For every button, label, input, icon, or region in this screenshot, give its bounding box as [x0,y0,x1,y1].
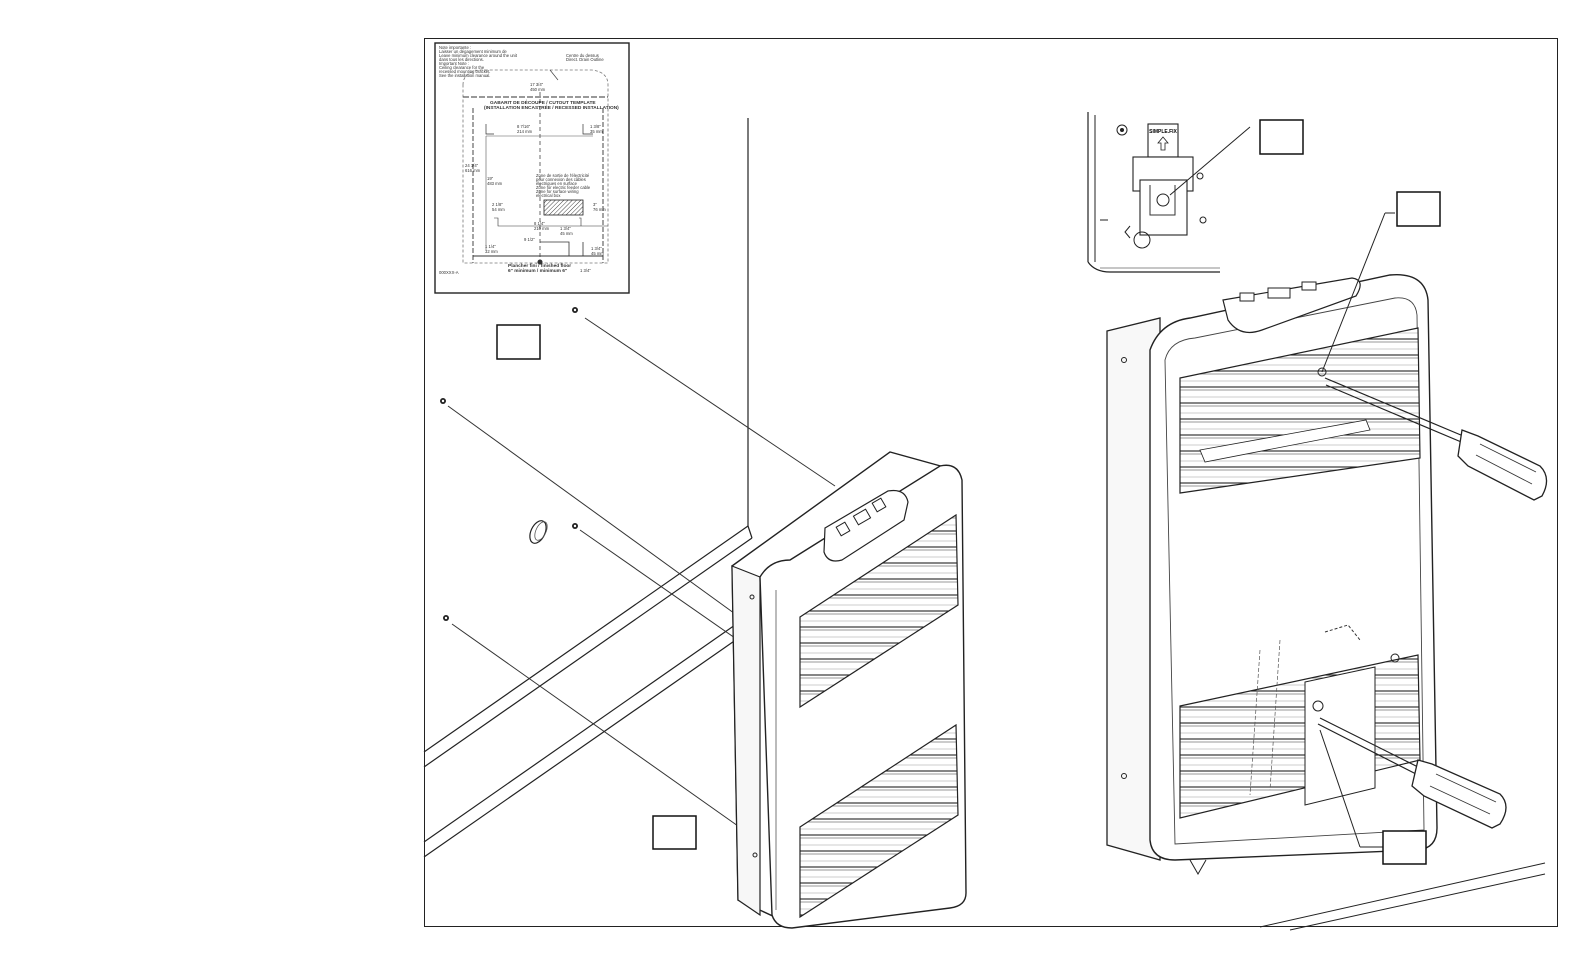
template-bottom-right-dim-mm: 45 mm [591,251,604,256]
callout-box-top-inset [1259,119,1304,155]
template-width-dim: 17 3/4" [530,82,544,87]
template-box-note: électriques en surface [536,181,578,186]
template-mid-dim-mm: 210 mm [534,226,550,231]
template-height-dim-2: 19" [487,176,494,181]
template-bottom-line-1: Plancher fini / finished floor [508,263,571,269]
template-box-note: pour connexion des câbles [536,177,586,182]
template-intro-line: See the installation manual. [439,73,490,78]
electrical-zone [543,199,584,216]
template-bottom-right-dim-2: 1 3/4" [580,268,591,273]
cutout-template: Note importante : Laisser un dégagement … [434,42,630,294]
template-left-small-dim-mm: 54 mm [492,207,505,212]
template-bottom-left-label: 9 1/2" [524,237,535,242]
template-lower-dim: 1 3/4" [560,226,571,231]
callout-box-left-upper [496,324,541,360]
screwdriver-icon [1324,377,1548,501]
template-intro-line: Important Note : [439,61,469,66]
diagram-frame [424,38,1558,927]
template-title-en: (INSTALLATION ENCASTRÉE / RECESSED INSTA… [484,103,619,111]
template-corner-label: Centre du dessus [566,53,599,58]
template-box-note: Zone de sortie de l'électricité [536,173,590,178]
screw-icon [572,307,578,313]
left-scene [423,118,967,929]
template-box-note: Zone for surface wiring [536,189,579,194]
callout-box-right-upper [1396,191,1441,227]
template-bottom-line-2: 6" minimum / minimum 6" [508,268,567,274]
template-intro-line: recessed mounting bracket. [439,69,490,74]
template-bottom-dim-mm: 32 mm [485,249,498,254]
template-height-dim-mm: 616 mm [465,168,481,173]
template-intro-line: Leave minimum clearance around the unit [439,53,518,58]
screwdriver-icon [1317,717,1507,829]
template-right-small-dim-mm: 76 mm [593,207,606,212]
template-width-dim-mm: 450 mm [530,87,546,92]
template-side-dim: 1 3/8" [590,124,601,129]
template-intro-line: Ceiling clearance for the [439,65,485,70]
template-side-dim-mm: 35 mm [590,129,603,134]
template-footer-code: 000XXX-A [439,270,459,275]
inset-arrow-tag: SIMPLE.FIX [1149,129,1177,135]
heater-right [1106,191,1548,931]
template-lower-dim-mm: 45 mm [560,231,573,236]
template-bottom-right-dim: 1 3/4" [591,246,602,251]
callout-box-right-lower [1382,830,1427,865]
template-inner-dim: 8 7/16" [517,124,531,129]
template-box-note: electrical box [536,193,561,198]
screw-icon [440,398,446,404]
template-height-dim: 24 1/4" [465,163,479,168]
template-left-small-dim: 2 1/8" [492,202,503,207]
template-box-note: Zone for electric feeder cable [536,185,591,190]
template-intro-line: Laisser un dégagement minimum de [439,49,507,54]
screw-icon [443,615,449,621]
template-bottom-dim: 1 1/4" [485,244,496,249]
template-intro-line: dans tous les directions. [439,57,484,62]
template-height-dim-2-mm: 483 mm [487,181,503,186]
template-corner-label-2: Direct. Drain Outline [566,57,604,62]
template-title-fr: GABARIT DE DÉCOUPE / CUTOUT TEMPLATE [490,98,596,106]
inset-bracket-detail: SIMPLE.FIX [1087,112,1304,273]
template-right-small-dim: 3" [593,202,597,207]
heater-left [731,451,967,929]
template-mid-dim: 8 1/4" [534,221,545,226]
screw-icon [572,523,578,529]
template-inner-dim-mm: 214 mm [517,129,533,134]
callout-box-left-lower [652,815,697,850]
template-intro-line: Note importante : [439,45,471,50]
bushing-icon [529,520,548,544]
